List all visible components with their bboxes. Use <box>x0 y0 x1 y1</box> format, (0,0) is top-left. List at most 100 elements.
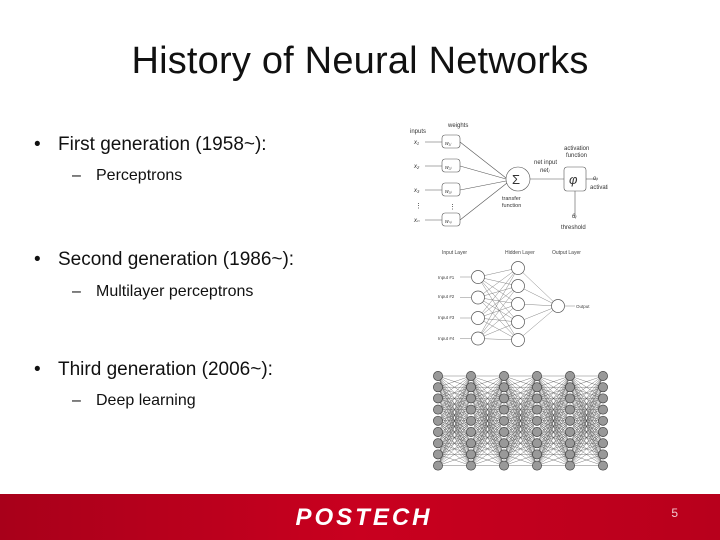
connection-line <box>536 375 571 399</box>
activation-fn-label-2: function <box>566 153 587 159</box>
bullet-dot: • <box>34 359 41 380</box>
input-ellipsis: ⋮ <box>415 203 422 210</box>
neuron-node <box>598 438 608 449</box>
connection-line <box>470 443 505 466</box>
connection-line <box>569 398 604 466</box>
weight-w2: w₂ⱼ <box>445 165 453 171</box>
output-layer-label: Output Layer <box>552 250 581 256</box>
postech-logo-text: POSTECH <box>295 504 432 530</box>
connection-line <box>437 454 472 466</box>
neuron-node <box>471 270 485 284</box>
weight-wn: wₙⱼ <box>445 219 453 225</box>
connection-line <box>569 375 604 399</box>
neuron-node <box>598 415 608 426</box>
connection-line <box>503 443 538 466</box>
neuron-node <box>598 460 608 471</box>
connection-line <box>536 409 571 466</box>
neuron-node <box>499 438 509 449</box>
connection-line <box>536 443 571 466</box>
bullet-second-generation: •Second generation (1986~): <box>34 249 294 271</box>
neuron-node <box>511 333 525 347</box>
neuron-node <box>471 331 485 346</box>
oj-label: oⱼ <box>593 176 598 182</box>
connection-line <box>470 375 505 388</box>
neuron-node <box>511 279 525 293</box>
input-4-label: Input #4 <box>438 336 455 341</box>
bullet-first-generation: •First generation (1958~): <box>34 134 267 156</box>
connection-line <box>569 375 604 444</box>
neuron-node <box>499 382 509 393</box>
threshold-label: threshold <box>561 225 586 231</box>
neuron-node <box>433 371 443 381</box>
neuron-node <box>598 404 608 415</box>
neuron-node <box>499 427 509 437</box>
connection-line <box>536 375 571 455</box>
sub-bullet-deep-learning: –Deep learning <box>72 392 196 410</box>
connection-line <box>536 375 571 421</box>
connection-line <box>437 375 472 421</box>
connection-line <box>569 409 604 466</box>
connection-line <box>503 387 538 466</box>
connection-line <box>437 398 472 466</box>
connection-line <box>503 375 538 433</box>
neuron-node <box>466 427 476 437</box>
connection-line <box>477 267 519 298</box>
dash-marker: – <box>72 392 81 409</box>
neuron-node <box>466 449 476 460</box>
neuron-node <box>466 393 476 404</box>
neuron-node <box>433 382 443 393</box>
connection-line <box>536 454 571 466</box>
neuron-node <box>499 460 509 471</box>
neuron-node <box>511 315 525 329</box>
weight-ellipsis: ⋮ <box>449 204 456 211</box>
connection-line <box>536 375 571 466</box>
neuron-node <box>532 415 542 426</box>
bullet-label: First generation (1958~): <box>58 134 267 155</box>
connection-line <box>517 305 559 341</box>
connection-line <box>477 303 519 319</box>
connection-line <box>470 375 505 466</box>
neuron-node <box>433 449 443 460</box>
connection-line <box>437 443 472 466</box>
connection-line <box>569 375 604 388</box>
connection-line <box>470 420 505 466</box>
connection-line <box>503 375 538 399</box>
connection-line <box>437 375 472 466</box>
connection-line <box>536 431 571 466</box>
neuron-node <box>565 415 575 426</box>
theta-label: θⱼ <box>572 214 577 220</box>
connection-line <box>477 285 519 298</box>
neuron-node <box>466 438 476 449</box>
footer-bar: POSTECH 5 <box>0 494 720 540</box>
connection-line <box>477 297 519 341</box>
connection-line <box>437 375 472 388</box>
dash-marker: – <box>72 283 81 300</box>
neuron-node <box>551 299 565 313</box>
neuron-node <box>433 438 443 449</box>
connection-line <box>503 431 538 466</box>
neuron-node <box>598 393 608 404</box>
connection-line <box>470 431 505 466</box>
neuron-node <box>511 297 525 311</box>
connection-line <box>503 409 538 466</box>
connection-line <box>437 431 472 466</box>
connection-line <box>569 375 604 433</box>
neuron-node <box>532 460 542 471</box>
mlp-connections <box>460 267 575 341</box>
connection-line <box>536 375 571 410</box>
postech-logo: POSTECH <box>295 504 432 530</box>
connection-line <box>470 454 505 466</box>
neuron-node <box>433 460 443 471</box>
neuron-node <box>466 415 476 426</box>
deep-nodes <box>433 371 608 471</box>
sub-bullet-label: Deep learning <box>96 392 196 409</box>
neuron-node <box>532 382 542 393</box>
connection-line <box>569 387 604 466</box>
inputs-label: inputs <box>410 129 426 135</box>
connection-line <box>437 420 472 466</box>
neuron-node <box>598 371 608 381</box>
connection-line <box>517 285 559 307</box>
neuron-node <box>532 427 542 437</box>
neuron-node <box>511 261 525 275</box>
